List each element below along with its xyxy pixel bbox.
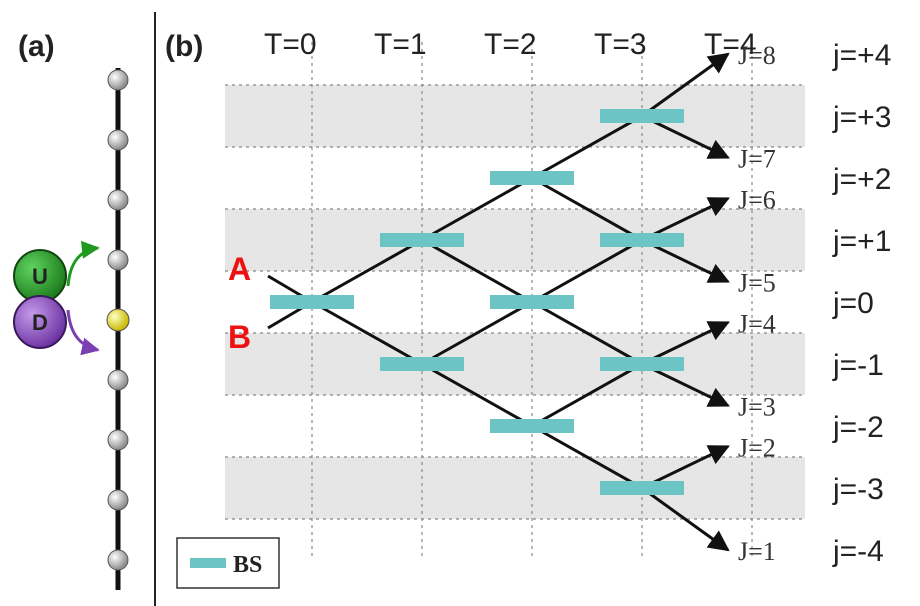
hop-down-arrow-icon xyxy=(66,309,100,356)
row-label: j=+1 xyxy=(832,225,891,258)
output-label: J=3 xyxy=(738,393,776,422)
output-label: J=8 xyxy=(738,41,776,70)
beam-splitter xyxy=(490,295,574,309)
beam-splitter xyxy=(600,109,684,123)
spin-states: U D xyxy=(13,240,100,356)
walk-path-segment xyxy=(531,424,643,490)
lattice-site xyxy=(107,489,129,511)
hop-up-arrow-icon xyxy=(66,240,100,287)
row-label: j=+3 xyxy=(832,101,891,134)
row-label: j=0 xyxy=(832,287,874,320)
shaded-band xyxy=(225,85,805,147)
walk-path-segment xyxy=(311,238,423,304)
legend-bs-swatch xyxy=(190,558,226,568)
shaded-bands xyxy=(225,85,805,519)
lattice-site xyxy=(107,129,129,151)
row-label: j=-1 xyxy=(832,349,884,382)
shaded-band xyxy=(225,333,805,395)
walk-path-segment xyxy=(531,114,643,180)
beam-splitters xyxy=(270,109,684,495)
output-label: J=4 xyxy=(738,309,776,338)
output-label: J=7 xyxy=(738,145,776,174)
row-labels: j=+4 j=+3 j=+2 j=+1 j=0 j=-1 j=-2 j=-3 j=-4 xyxy=(832,39,891,568)
time-step-label: T=1 xyxy=(374,28,427,61)
lattice-site xyxy=(107,429,129,451)
row-label: j=-2 xyxy=(832,411,884,444)
legend: BS xyxy=(176,537,280,589)
output-labels: J=8J=7J=6J=5J=4J=3J=2J=1 xyxy=(738,41,776,566)
input-label: B xyxy=(228,319,251,355)
row-label: j=+2 xyxy=(832,163,891,196)
output-label: J=5 xyxy=(738,269,776,298)
walk-path-segment xyxy=(421,176,533,242)
lattice-sites xyxy=(106,69,130,571)
walk-path-segment xyxy=(421,238,533,304)
time-step-label: T=0 xyxy=(264,28,317,61)
output-label: J=6 xyxy=(738,185,776,214)
beam-splitter xyxy=(380,357,464,371)
walk-path-segment xyxy=(531,362,643,428)
panel-b-label: (b) xyxy=(165,30,203,63)
input-label: A xyxy=(228,251,251,287)
active-lattice-site xyxy=(106,308,130,332)
lattice-site xyxy=(107,369,129,391)
walk-path-segment xyxy=(311,300,423,366)
spin-up-label: U xyxy=(32,264,48,289)
shaded-band xyxy=(225,457,805,519)
legend-bs-label: BS xyxy=(233,552,262,578)
lattice-site xyxy=(107,249,129,271)
beam-splitter xyxy=(270,295,354,309)
output-label: J=1 xyxy=(738,537,776,566)
lattice-site xyxy=(107,69,129,91)
time-step-label: T=2 xyxy=(484,28,537,61)
spin-down-label: D xyxy=(32,310,48,335)
output-path-arrow xyxy=(641,486,730,552)
row-label: j=+4 xyxy=(832,39,891,72)
spin-down-icon xyxy=(13,295,67,349)
beam-splitter xyxy=(600,481,684,495)
input-labels: AB xyxy=(228,251,251,355)
beam-splitter xyxy=(490,419,574,433)
row-label: j=-3 xyxy=(832,473,884,506)
shaded-band xyxy=(225,209,805,271)
panel-a-label: (a) xyxy=(18,30,55,63)
beam-splitter xyxy=(490,171,574,185)
lattice-site xyxy=(107,549,129,571)
lattice-site xyxy=(107,189,129,211)
walk-path-segment xyxy=(531,238,643,304)
row-label: j=-4 xyxy=(832,535,884,568)
walk-path-segment xyxy=(421,362,533,428)
output-path-arrow xyxy=(641,52,730,118)
walk-path-segment xyxy=(531,176,643,242)
walk-path-segment xyxy=(421,300,533,366)
beam-splitter xyxy=(380,233,464,247)
time-step-label: T=3 xyxy=(594,28,647,61)
walk-path-segment xyxy=(531,300,643,366)
output-label: J=2 xyxy=(738,433,776,462)
beam-splitter xyxy=(600,357,684,371)
beam-splitter xyxy=(600,233,684,247)
